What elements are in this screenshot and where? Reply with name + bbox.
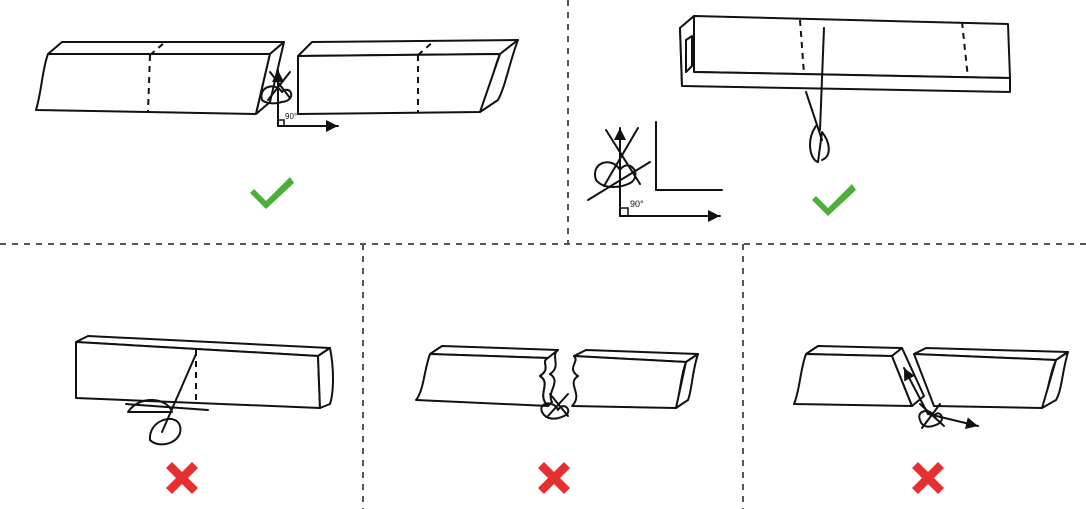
x-mark-icon [538,462,570,494]
scissors-icon [125,353,209,446]
panel-perpendicular-cut: 90° [587,15,1011,222]
scissors-icon [260,69,293,105]
right-angle-inset: 90° [587,121,723,222]
tape-roll-left-piece [415,345,559,407]
panel-jagged-cut [415,345,699,494]
angle-label: 90° [630,199,644,209]
scissors-icon [903,367,979,430]
tape-roll-right-piece [571,349,699,409]
right-angle-indicator: 90° [277,103,339,132]
tape-roll-left-piece [793,345,925,407]
scissors-icon [540,393,570,420]
x-mark-icon [166,462,198,494]
scissors-icon [805,27,830,163]
panel-straight-cut: 90° [35,39,519,209]
tape-roll-long [679,15,1011,93]
x-mark-icon [912,462,944,494]
panel-diagonal-cut [75,335,334,494]
check-mark-icon [812,184,856,216]
tape-roll [75,335,334,409]
panel-angled-cut [793,345,1069,494]
angle-label: 90° [285,112,297,121]
check-mark-icon [250,177,294,209]
tape-roll-left-piece [35,41,285,115]
tape-roll-right-piece [297,39,519,115]
tape-roll-right-piece [913,347,1069,409]
